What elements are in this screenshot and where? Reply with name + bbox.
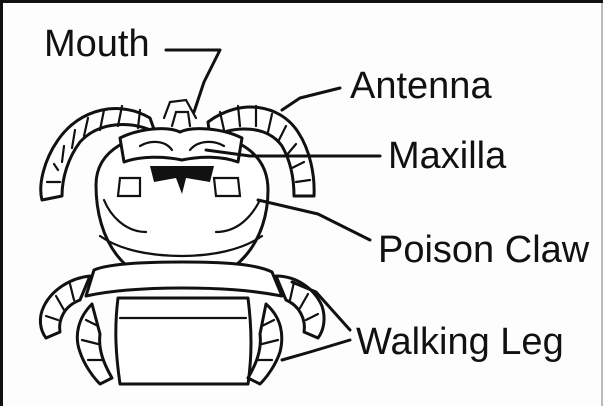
first-trunk-segment — [86, 262, 282, 384]
walking-leg-leader-line-lower — [282, 340, 350, 360]
centipede-head-drawing — [40, 100, 324, 384]
antenna-label: Antenna — [350, 65, 492, 107]
poison-claw-leader-line — [258, 200, 370, 240]
maxilla-label: Maxilla — [388, 135, 507, 177]
antenna-leader-line — [282, 88, 340, 110]
mouth-label: Mouth — [44, 23, 150, 65]
mouth-leader-line — [166, 50, 220, 112]
walking-leg-label: Walking Leg — [356, 321, 564, 363]
poison-claw-label: Poison Claw — [378, 229, 590, 271]
